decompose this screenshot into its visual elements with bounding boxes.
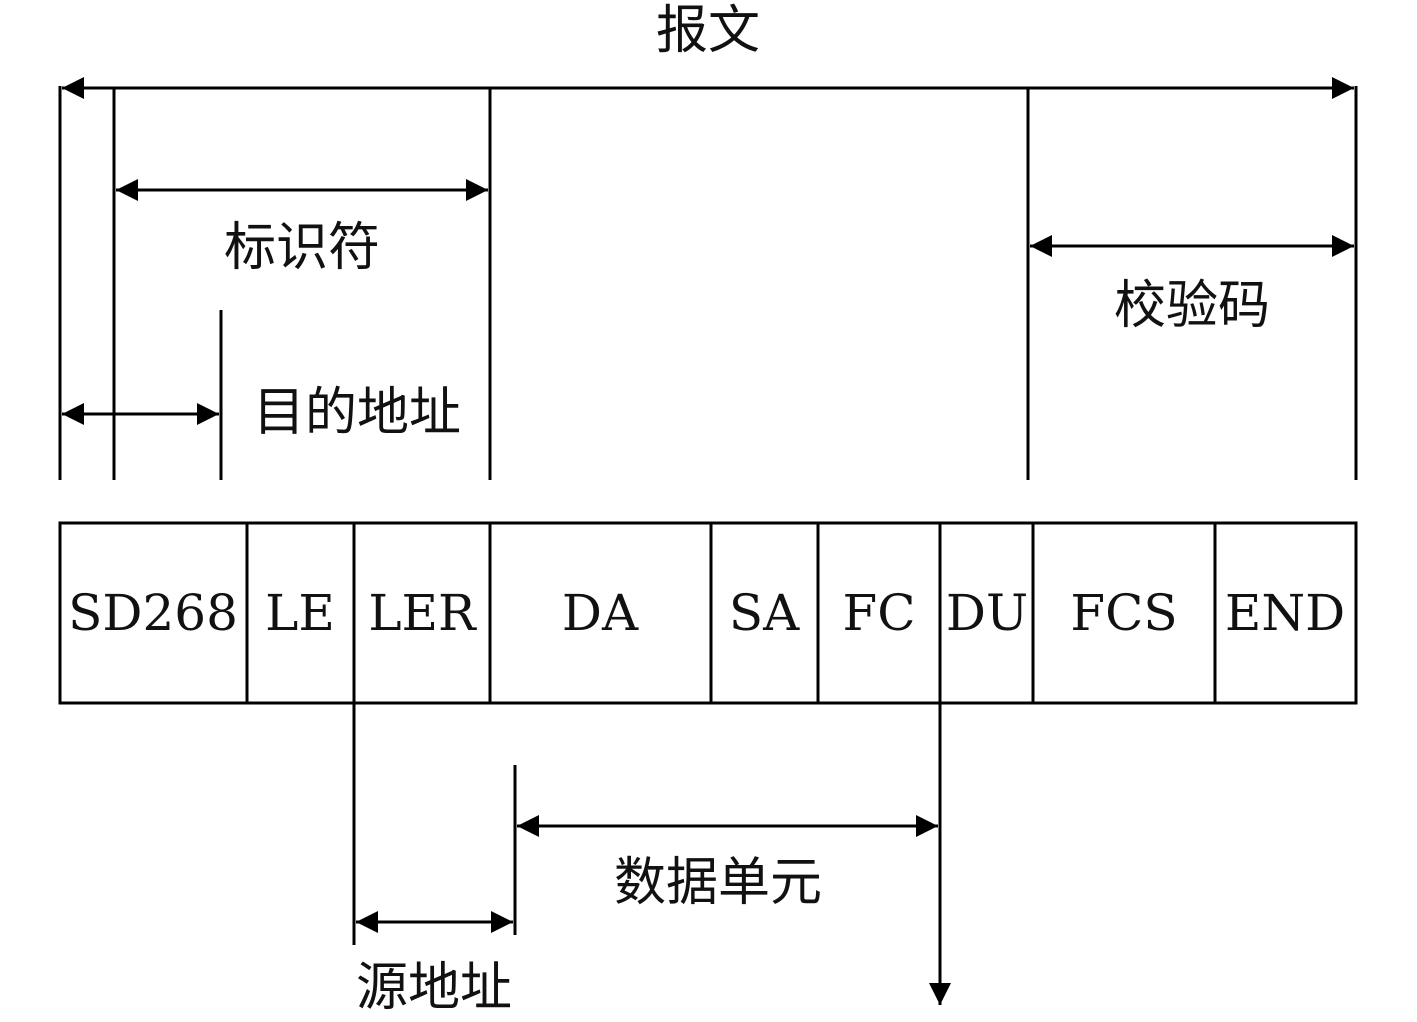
field-fc: FC <box>843 584 916 642</box>
frame-box <box>58 521 1358 705</box>
field-end: END <box>1225 584 1345 642</box>
field-ler: LER <box>368 584 477 642</box>
message-label: 报文 <box>656 1 760 61</box>
field-sd268: SD268 <box>68 584 238 642</box>
field-du: DU <box>946 584 1028 642</box>
identifier-label: 标识符 <box>224 218 380 278</box>
src-address-label: 源地址 <box>356 958 512 1017</box>
checksum-label: 校验码 <box>1114 276 1270 336</box>
data-unit-label: 数据单元 <box>614 853 822 913</box>
field-le: LE <box>265 584 335 642</box>
dest-address-label: 目的地址 <box>253 383 461 443</box>
field-sa: SA <box>729 584 800 642</box>
field-fcs: FCS <box>1070 584 1177 642</box>
field-da: DA <box>562 584 639 642</box>
